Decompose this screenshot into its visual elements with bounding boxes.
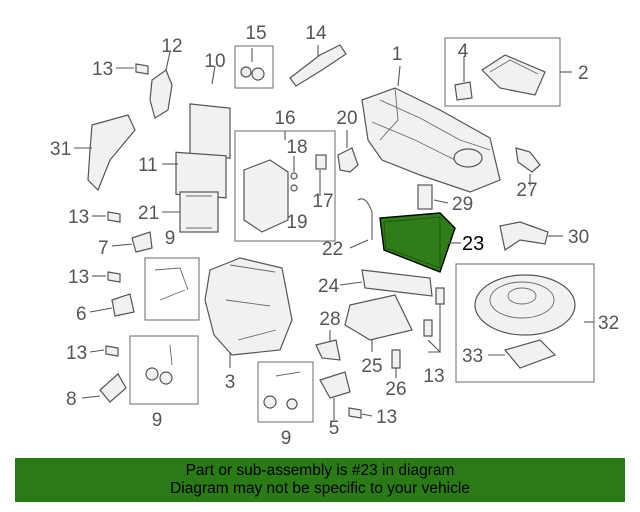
callout-13-d: 13 bbox=[66, 343, 87, 364]
bracket-part-6 bbox=[111, 293, 135, 317]
callout-2: 2 bbox=[578, 63, 589, 84]
callout-30: 30 bbox=[568, 227, 589, 248]
bolt-13-icons bbox=[105, 63, 445, 419]
callout-10: 10 bbox=[204, 51, 225, 72]
callout-6: 6 bbox=[76, 304, 87, 325]
box-group-9-top bbox=[144, 257, 200, 321]
callout-4: 4 bbox=[458, 41, 469, 62]
part-4-clip bbox=[454, 81, 473, 101]
callout-13-b: 13 bbox=[68, 207, 89, 228]
hvac-parts-diagram: 1 2 3 4 5 6 7 8 9 9 9 10 11 12 13 13 13 … bbox=[50, 23, 619, 449]
box-group-15 bbox=[234, 45, 274, 89]
banner-line-disclaimer: Diagram may not be specific to your vehi… bbox=[170, 480, 470, 497]
actuator-part-5 bbox=[319, 371, 351, 399]
box-group-9-bottom bbox=[257, 361, 314, 423]
callout-13-f: 13 bbox=[376, 407, 397, 428]
part-info-banner: Part or sub-assembly is #23 in diagram D… bbox=[15, 458, 625, 502]
bolt-part-26 bbox=[391, 349, 401, 369]
callout-25: 25 bbox=[361, 356, 382, 377]
callout-24: 24 bbox=[318, 276, 340, 297]
cabin-filter-frame bbox=[383, 216, 441, 269]
part-28 bbox=[315, 339, 341, 361]
bracket-part-12 bbox=[149, 69, 173, 119]
callout-8: 8 bbox=[66, 389, 77, 410]
callout-26: 26 bbox=[385, 379, 406, 400]
callout-5: 5 bbox=[329, 418, 340, 439]
bracket-part-25 bbox=[344, 294, 413, 341]
callout-13-e: 13 bbox=[423, 366, 444, 387]
cover-part-24 bbox=[361, 269, 433, 297]
callout-9-bottom: 9 bbox=[281, 428, 292, 449]
callout-33: 33 bbox=[462, 346, 483, 367]
callout-31: 31 bbox=[50, 139, 71, 160]
callout-20: 20 bbox=[336, 108, 357, 129]
tube-part-14 bbox=[289, 44, 347, 87]
banner-line-part-number: Part or sub-assembly is #23 in diagram bbox=[185, 462, 455, 479]
cabin-filter-part-23[interactable] bbox=[379, 212, 456, 273]
resistor-part-33 bbox=[503, 339, 557, 369]
callout-13-c: 13 bbox=[68, 267, 89, 288]
hose-part-30 bbox=[499, 221, 549, 251]
core-part-11 bbox=[175, 151, 227, 199]
callout-9-top: 9 bbox=[165, 228, 176, 249]
leader-lines bbox=[74, 45, 594, 420]
callout-18: 18 bbox=[286, 137, 307, 158]
oring-part-19 bbox=[290, 184, 298, 192]
callout-16: 16 bbox=[274, 108, 295, 129]
box-group-9-mid bbox=[129, 335, 199, 405]
part-20 bbox=[337, 147, 359, 173]
heater-part-16 bbox=[243, 159, 289, 233]
callout-12: 12 bbox=[161, 36, 182, 57]
callout-29: 29 bbox=[452, 194, 473, 215]
plug-part-29 bbox=[417, 184, 433, 210]
callout-11: 11 bbox=[138, 155, 158, 176]
callout-14: 14 bbox=[305, 23, 327, 44]
hvac-housing-part-1 bbox=[361, 87, 501, 193]
sensor-part-17 bbox=[315, 154, 327, 170]
bracket-part-7 bbox=[131, 231, 153, 253]
callout-15: 15 bbox=[245, 23, 266, 44]
connector-part-27 bbox=[515, 147, 541, 173]
core-part-10 bbox=[189, 103, 231, 159]
callout-23-highlighted: 23 bbox=[462, 233, 484, 255]
bracket-part-31 bbox=[87, 114, 136, 192]
callout-7: 7 bbox=[98, 238, 109, 259]
callout-1: 1 bbox=[392, 44, 403, 65]
callout-13-a: 13 bbox=[92, 59, 113, 80]
callout-9-mid: 9 bbox=[152, 410, 163, 431]
case-part-3 bbox=[204, 257, 293, 356]
callout-22: 22 bbox=[322, 239, 343, 260]
bracket-part-8 bbox=[99, 373, 127, 403]
oring-part-18 bbox=[290, 172, 298, 180]
callout-27: 27 bbox=[516, 180, 537, 201]
callout-32: 32 bbox=[598, 313, 619, 334]
duct-part-2 bbox=[454, 54, 546, 101]
blower-part-32 bbox=[474, 274, 576, 336]
tube-part-22 bbox=[357, 198, 373, 240]
clip-part-15b bbox=[251, 67, 265, 81]
callout-3: 3 bbox=[225, 372, 236, 393]
box-group-32 bbox=[455, 263, 595, 383]
callout-28: 28 bbox=[319, 309, 340, 330]
callout-21: 21 bbox=[138, 203, 159, 224]
callout-19: 19 bbox=[286, 212, 307, 233]
callout-17: 17 bbox=[312, 191, 333, 212]
filter-part-21 bbox=[179, 191, 219, 233]
clip-part-15a bbox=[240, 66, 252, 78]
